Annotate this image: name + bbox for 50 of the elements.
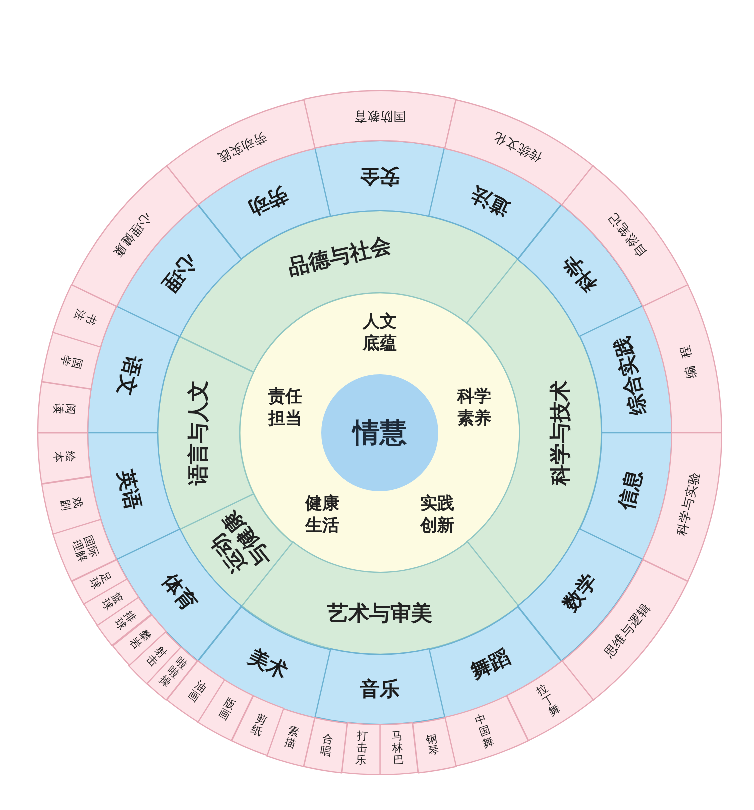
subject-label: 安全 — [360, 164, 400, 190]
course-label: 足球 — [86, 570, 114, 592]
subject-label: 综合实践 — [610, 333, 652, 418]
core-competency-label: 人文底蕴 — [362, 310, 398, 355]
course-label: 戏剧 — [58, 494, 84, 512]
course-label: 马林巴 — [390, 731, 405, 768]
subject-label: 数学 — [558, 570, 603, 618]
center-title: 情慧 — [353, 416, 407, 450]
subject-label: 体育 — [156, 570, 202, 618]
core-competency-label: 科学素养 — [456, 386, 493, 430]
domain-label: 品德与社会 — [285, 231, 394, 282]
course-label: 打击乐 — [355, 731, 370, 768]
course-label: 心理健康 — [110, 210, 156, 262]
course-label: 传统文化 — [490, 129, 545, 168]
subject-label: 美术 — [244, 644, 292, 686]
course-label: 思维与逻辑 — [600, 600, 654, 662]
core-competency-label: 健康生活 — [304, 492, 341, 537]
course-label: 劳动实践 — [215, 129, 270, 168]
domain-label: 科学与技术 — [547, 380, 574, 486]
domain-label: 艺术与审美 — [327, 600, 432, 628]
subject-label: 舞蹈 — [468, 644, 516, 686]
course-label: 国际理解 — [69, 534, 100, 564]
core-competency-label: 实践创新 — [419, 492, 456, 537]
subject-label: 英语 — [113, 467, 146, 514]
domain-label: 运动与健康 — [206, 506, 277, 580]
core-competency-label: 责任担当 — [267, 386, 304, 430]
course-label: 科学与实验 — [674, 470, 704, 538]
course-label: 中国舞 — [472, 713, 496, 752]
course-label: 钢琴 — [425, 732, 442, 758]
course-label: 素描 — [283, 724, 302, 751]
subject-label: 音乐 — [360, 678, 400, 703]
course-label: 阅读 — [51, 402, 76, 416]
domain-label: 语言与人文 — [185, 380, 212, 486]
subject-label: 科学 — [558, 249, 603, 298]
course-label: 剪纸 — [248, 712, 269, 740]
subject-label: 劳动 — [244, 182, 292, 222]
course-label: 编程 — [675, 336, 700, 382]
course-label: 国学 — [58, 354, 84, 372]
subject-label: 信息 — [614, 467, 647, 514]
subject-label: 道法 — [468, 182, 516, 222]
course-label: 油画 — [184, 678, 208, 705]
course-label: 书法 — [71, 307, 98, 328]
course-label: 合唱 — [318, 732, 335, 758]
course-label: 绘本 — [51, 450, 76, 464]
course-label: 拉丁舞 — [534, 682, 564, 720]
subject-label: 语文 — [113, 352, 146, 399]
course-label: 自然笔记 — [604, 210, 650, 262]
course-label: 版画 — [216, 696, 238, 724]
course-label: 国防教育 — [354, 108, 406, 126]
subject-label: 心理 — [156, 249, 202, 298]
